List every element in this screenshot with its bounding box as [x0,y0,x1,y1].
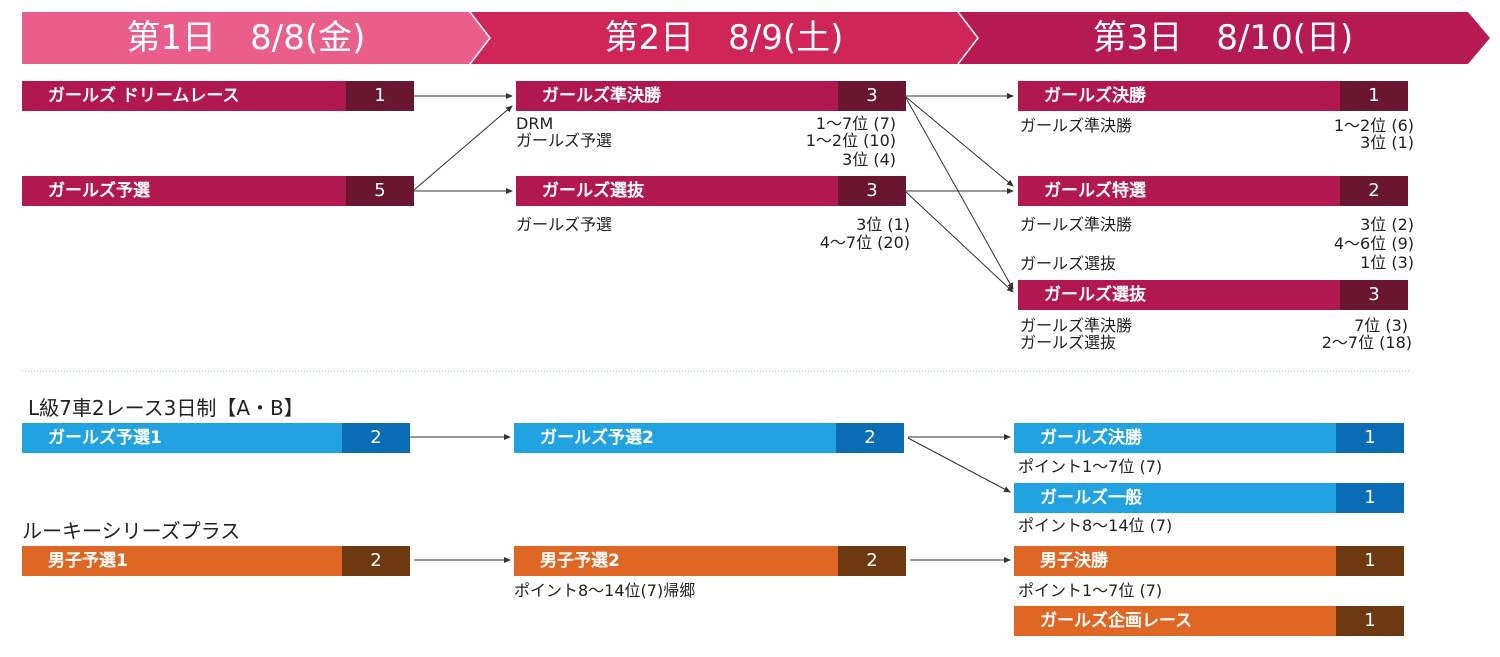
race-count: 3 [838,81,906,111]
race-girls-qualifier-2: ガールズ予選2 2 [514,423,904,453]
race-count: 3 [838,176,906,206]
rank-label: 7位 (3) [1354,316,1408,335]
race-label: ガールズ企画レース [1040,611,1193,631]
race-l-girls-final: ガールズ決勝 1 [1014,423,1404,453]
rank-label: 3位 (2) [1360,215,1414,234]
race-men-qualifier-1: 男子予選1 2 [22,546,410,576]
race-label: ガールズ予選1 [48,428,162,448]
source-label: ガールズ予選 [516,131,613,150]
race-label: ガールズ決勝 [1040,428,1142,448]
race-label: ガールズ一般 [1040,488,1142,508]
race-girls-qualifier: ガールズ予選 5 [22,176,414,206]
rank-label: 1〜2位 (6) [1333,116,1414,135]
day1-header-shape [22,12,490,64]
source-label: ガールズ準決勝 [1020,116,1133,135]
race-label: ガールズ特選 [1044,181,1146,201]
race-label: ガールズ選抜 [1044,285,1146,305]
race-count: 2 [836,423,904,453]
race-count: 1 [1336,423,1404,453]
point-note: ポイント1〜7位 (7) [1018,581,1163,600]
point-note: ポイント1〜7位 (7) [1018,457,1163,476]
day2-header-shape [470,12,978,64]
rank-label: 2〜7位 (18) [1321,333,1412,352]
section-title-rookie: ルーキーシリーズプラス [22,519,241,543]
section-title-l-class: L級7車2レース3日制【A・B】 [28,396,304,420]
source-label: ガールズ準決勝 [1020,316,1133,335]
day1-header: 第1日 8/8(金) [126,18,366,58]
race-count: 2 [342,423,410,453]
race-men-final: 男子決勝 1 [1014,546,1404,576]
race-l-girls-general: ガールズ一般 1 [1014,483,1404,513]
rank-label: 3位 (1) [856,215,910,234]
race-girls-dream: ガールズ ドリームレース 1 [22,81,414,111]
day3-header-shape [958,12,1490,64]
rank-label: 4〜6位 (9) [1333,234,1414,253]
source-label: ガールズ選抜 [1020,333,1117,352]
race-girls-select-day2: ガールズ選抜 3 [516,176,906,206]
race-men-qualifier-2: 男子予選2 2 [514,546,906,576]
source-label: ガールズ選抜 [1020,254,1117,273]
rank-label: 1〜7位 (7) [815,114,896,133]
race-girls-semifinal: ガールズ準決勝 3 [516,81,906,111]
race-girls-select-day3: ガールズ選抜 3 [1018,280,1408,310]
race-count: 1 [1336,483,1404,513]
race-label: 男子予選2 [540,551,620,571]
day3-header: 第3日 8/10(日) [1092,18,1354,58]
race-label: 男子予選1 [48,551,128,571]
source-label: ガールズ準決勝 [1020,215,1133,234]
race-label: 男子決勝 [1040,551,1108,571]
race-label: ガールズ決勝 [1044,86,1146,106]
race-label: ガールズ予選 [48,181,150,201]
race-girls-qualifier-1: ガールズ予選1 2 [22,423,410,453]
race-count: 1 [346,81,414,111]
point-note: ポイント8〜14位(7)帰郷 [514,581,696,600]
race-girls-final: ガールズ決勝 1 [1018,81,1408,111]
race-count: 1 [1340,81,1408,111]
race-label: ガールズ選抜 [542,181,644,201]
day2-header: 第2日 8/9(土) [604,18,844,58]
race-label: ガールズ ドリームレース [48,86,240,106]
rank-label: 3位 (1) [1360,133,1414,152]
race-count: 1 [1336,546,1404,576]
source-label: ガールズ予選 [516,215,613,234]
rank-label: 3位 (4) [842,150,896,169]
race-count: 2 [342,546,410,576]
race-label: ガールズ準決勝 [542,86,661,106]
race-count: 5 [346,176,414,206]
race-girls-special-event: ガールズ企画レース 1 [1014,606,1404,636]
point-note: ポイント8〜14位 (7) [1018,516,1173,535]
rank-label: 4〜7位 (20) [819,233,910,252]
source-label: DRM [516,114,554,133]
race-label: ガールズ予選2 [540,428,654,448]
race-count: 2 [1340,176,1408,206]
race-count: 1 [1336,606,1404,636]
rank-label: 1位 (3) [1360,253,1414,272]
race-count: 2 [838,546,906,576]
race-count: 3 [1340,280,1408,310]
rank-label: 1〜2位 (10) [805,131,896,150]
race-girls-special: ガールズ特選 2 [1018,176,1408,206]
